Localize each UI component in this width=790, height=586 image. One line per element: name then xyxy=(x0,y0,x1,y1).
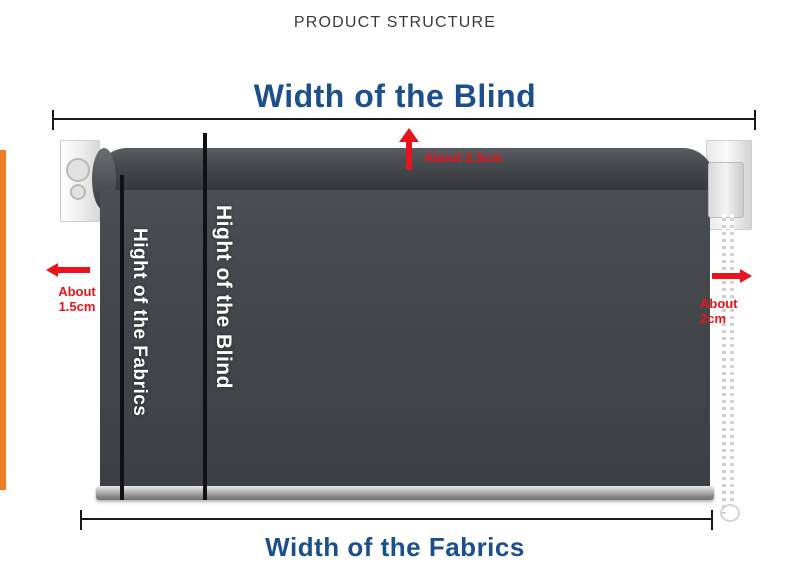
left-bracket-hole-small xyxy=(70,184,86,200)
page-title: PRODUCT STRUCTURE xyxy=(293,14,497,31)
left-gap-line-1: About xyxy=(58,284,96,299)
hight-of-blind-label: Hight of the Blind xyxy=(212,205,235,389)
hight-of-blind-dimension-line xyxy=(203,133,207,500)
left-accent-strip xyxy=(0,150,6,490)
width-of-blind-dimension-line xyxy=(52,118,756,120)
width-of-blind-tick-left xyxy=(52,110,54,130)
product-photo xyxy=(56,118,756,522)
width-of-fabrics-dimension-line xyxy=(80,518,713,520)
control-chain-back xyxy=(730,214,734,506)
width-of-fabrics-tick-left xyxy=(80,510,82,530)
right-gap-line-1: About xyxy=(700,296,738,311)
arrow-up-icon xyxy=(399,128,419,170)
arrow-right-icon xyxy=(712,269,752,283)
width-of-blind-tick-right xyxy=(754,110,756,130)
width-of-fabrics-label: Width of the Fabrics xyxy=(265,532,525,562)
left-bracket-hole-large xyxy=(66,158,90,182)
hight-of-fabrics-label: Hight of the Fabrics xyxy=(129,228,150,417)
control-chain-loop xyxy=(720,504,740,522)
arrow-left-icon xyxy=(46,263,90,277)
hight-of-fabrics-dimension-line xyxy=(120,175,124,500)
bottom-rail xyxy=(96,486,714,500)
control-chain-front xyxy=(722,214,726,514)
left-gap-annotation: About 1.5cm xyxy=(42,284,112,314)
right-gap-line-2: 2cm xyxy=(700,311,727,326)
left-gap-line-2: 1.5cm xyxy=(58,299,96,314)
chain-mechanism xyxy=(708,162,744,218)
width-of-blind-label: Width of the Blind xyxy=(253,78,537,114)
right-gap-annotation: About 2cm xyxy=(700,296,760,326)
width-of-fabrics-tick-right xyxy=(711,510,713,530)
top-gap-annotation: About 2.5cm xyxy=(424,150,503,165)
blind-fabric xyxy=(100,190,710,490)
